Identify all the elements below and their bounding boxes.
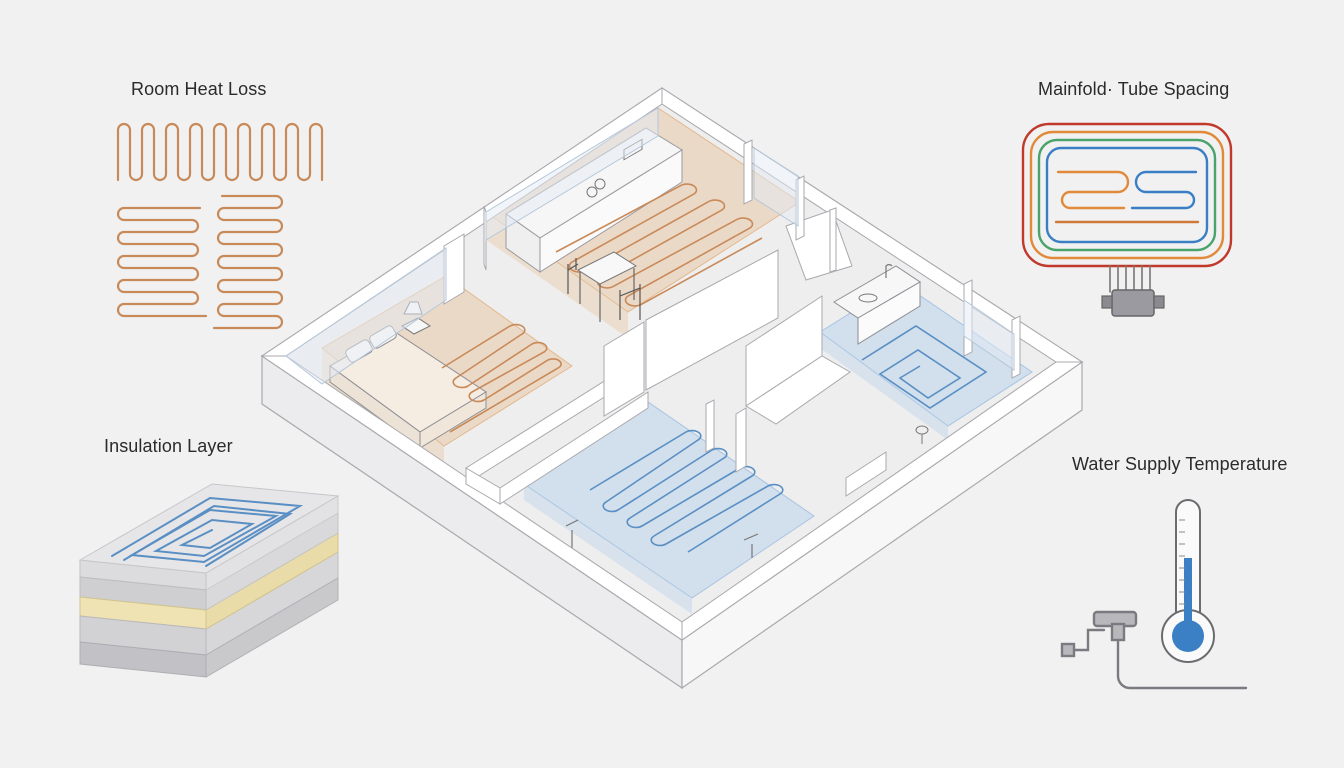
valve-icon bbox=[1060, 610, 1248, 690]
insulation-layer-label: Insulation Layer bbox=[104, 436, 233, 456]
kitchen-heated-zone bbox=[485, 107, 801, 338]
manifold-tube-spacing-label: Mainfold· Tube Spacing bbox=[1038, 79, 1230, 99]
floor-plan bbox=[260, 87, 1084, 690]
serpentine-pipe-icon bbox=[116, 122, 324, 330]
water-supply-temperature-label: Water Supply Temperature bbox=[1072, 454, 1288, 474]
thermometer-icon bbox=[1161, 499, 1215, 663]
manifold-icon bbox=[1021, 122, 1233, 317]
room-heat-loss-label: Room Heat Loss bbox=[131, 79, 267, 99]
glass-partitions bbox=[285, 107, 1015, 385]
floor-layer-icon bbox=[78, 483, 340, 678]
bathroom-heated-zone bbox=[785, 264, 1033, 444]
